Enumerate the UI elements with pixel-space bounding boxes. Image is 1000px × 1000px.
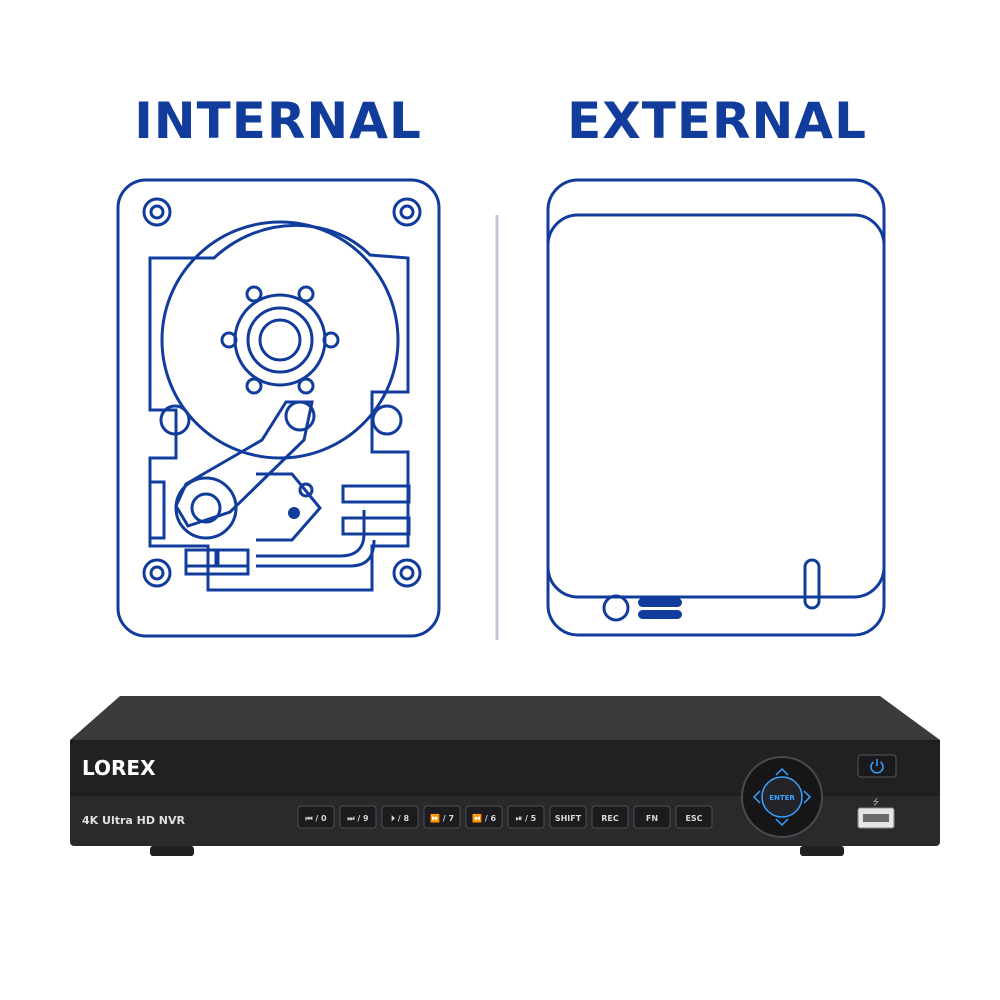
left-arrow-icon[interactable] <box>752 790 761 804</box>
enter-label: ENTER <box>769 794 795 802</box>
up-arrow-icon[interactable] <box>775 767 789 776</box>
panel-button[interactable] <box>297 805 335 829</box>
internal-hard-drive-icon <box>116 178 441 638</box>
panel-button[interactable] <box>423 805 461 829</box>
panel-button-label: ESC <box>685 814 702 823</box>
panel-button-label: REC <box>601 814 619 823</box>
down-arrow-icon[interactable] <box>775 818 789 827</box>
lorex-logo: LOREX <box>82 756 156 780</box>
panel-button[interactable] <box>591 805 629 829</box>
nvr-device: LOREX 4K Ultra HD NVR ⏮ / 0 ⏭ / 9 ⏵ / 8 ⏩ /… <box>70 696 940 856</box>
panel-button[interactable] <box>507 805 545 829</box>
internal-heading: INTERNAL <box>134 92 422 150</box>
panel-button[interactable] <box>675 805 713 829</box>
panel-button-label: ⏩ / 7 <box>430 813 454 823</box>
panel-button-label: ⏪ / 6 <box>472 813 496 823</box>
panel-button-label: FN <box>646 814 658 823</box>
actuator-dot <box>288 507 300 519</box>
power-icon <box>870 759 884 774</box>
usb-symbol-icon: ⭍ <box>873 798 880 807</box>
front-panel-buttons: ⏮ / 0 ⏭ / 9 ⏵ / 8 ⏩ / 7 ⏪ / 6 ⏯ / 5 SHIFT REC FN… <box>297 805 713 829</box>
nvr-model-label: 4K Ultra HD NVR <box>82 814 186 827</box>
external-heading: EXTERNAL <box>567 92 867 150</box>
panel-button[interactable] <box>339 805 377 829</box>
panel-button-label: ⏵ / 8 <box>391 814 409 823</box>
status-light-bar <box>638 610 682 619</box>
panel-button[interactable] <box>633 805 671 829</box>
panel-button-label: ⏮ / 0 <box>305 814 327 823</box>
panel-button-label: SHIFT <box>555 814 582 823</box>
external-hard-drive-icon <box>546 178 886 637</box>
panel-button[interactable] <box>381 805 419 829</box>
panel-button[interactable] <box>549 805 587 829</box>
enter-button[interactable] <box>761 776 803 818</box>
panel-button-label: ⏭ / 9 <box>347 814 369 823</box>
right-arrow-icon[interactable] <box>803 790 812 804</box>
panel-button[interactable] <box>465 805 503 829</box>
panel-button-label: ⏯ / 5 <box>516 814 537 823</box>
status-light-bar <box>638 598 682 607</box>
